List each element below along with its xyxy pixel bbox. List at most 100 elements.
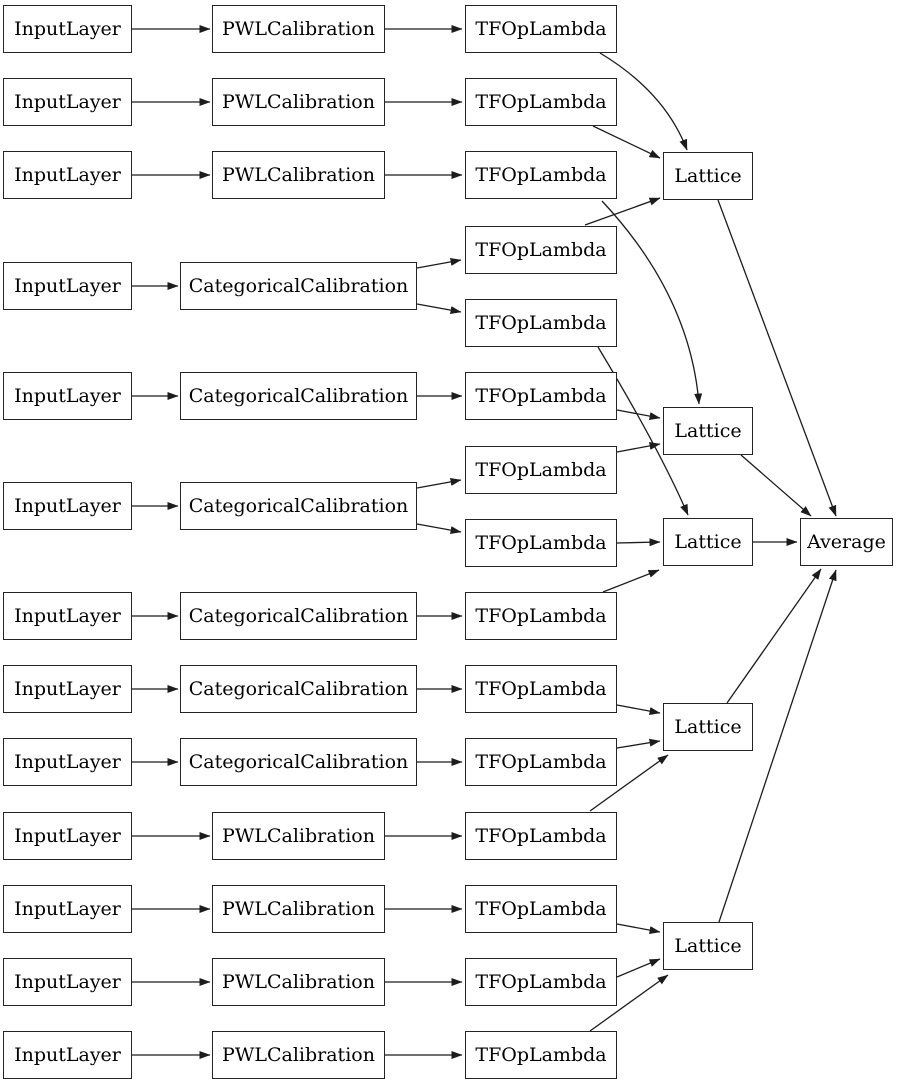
node-lattice: Lattice: [663, 703, 753, 751]
edge-cal-5-to-tfop-6: [416, 477, 462, 489]
node-categorical-calibration: CategoricalCalibration: [180, 372, 417, 420]
node-lattice: Lattice: [663, 922, 753, 970]
node-tfop-lambda: TFOpLambda: [465, 738, 617, 786]
node-input-layer: InputLayer: [3, 958, 132, 1006]
node-tfop-lambda: TFOpLambda: [465, 446, 617, 494]
node-pwl-calibration: PWLCalibration: [212, 812, 385, 860]
node-label: TFOpLambda: [475, 90, 607, 113]
node-label: Lattice: [674, 164, 742, 187]
node-categorical-calibration: CategoricalCalibration: [180, 262, 417, 310]
node-tfop-lambda: TFOpLambda: [465, 592, 617, 640]
edge-tfop-13-to-lattice-4: [616, 958, 661, 978]
node-label: Lattice: [674, 934, 742, 957]
node-label: PWLCalibration: [222, 163, 375, 186]
edge-tfop-1-to-lattice-0: [592, 125, 661, 159]
node-label: TFOpLambda: [475, 750, 607, 773]
node-label: TFOpLambda: [475, 604, 607, 627]
node-categorical-calibration: CategoricalCalibration: [180, 482, 417, 530]
node-label: TFOpLambda: [475, 1043, 607, 1066]
node-label: TFOpLambda: [475, 458, 607, 481]
node-tfop-lambda: TFOpLambda: [465, 5, 617, 53]
node-label: InputLayer: [14, 163, 121, 186]
node-label: PWLCalibration: [222, 17, 375, 40]
node-label: InputLayer: [14, 494, 121, 517]
node-label: PWLCalibration: [222, 90, 375, 113]
node-input-layer: InputLayer: [3, 482, 132, 530]
node-pwl-calibration: PWLCalibration: [212, 151, 385, 199]
edge-lattice-3-to-average: [726, 568, 822, 704]
node-label: InputLayer: [14, 90, 121, 113]
node-label: Lattice: [674, 715, 742, 738]
node-label: CategoricalCalibration: [188, 274, 409, 297]
node-label: PWLCalibration: [222, 824, 375, 847]
node-input-layer: InputLayer: [3, 5, 132, 53]
edge-lattice-4-to-average: [718, 569, 837, 923]
edge-tfop-5-to-lattice-1: [616, 409, 661, 421]
node-tfop-lambda: TFOpLambda: [465, 226, 617, 274]
node-label: TFOpLambda: [475, 238, 607, 261]
node-label: CategoricalCalibration: [188, 494, 409, 517]
node-average: Average: [800, 518, 893, 566]
edge-tfop-3-to-lattice-0: [584, 197, 661, 226]
node-pwl-calibration: PWLCalibration: [212, 885, 385, 933]
edge-tfop-4-to-lattice-2: [597, 346, 689, 516]
node-tfop-lambda: TFOpLambda: [465, 151, 617, 199]
node-tfop-lambda: TFOpLambda: [465, 885, 617, 933]
node-input-layer: InputLayer: [3, 1031, 132, 1079]
node-pwl-calibration: PWLCalibration: [212, 958, 385, 1006]
node-input-layer: InputLayer: [3, 812, 132, 860]
node-label: InputLayer: [14, 17, 121, 40]
node-lattice: Lattice: [663, 152, 753, 200]
node-label: PWLCalibration: [222, 1043, 375, 1066]
edge-tfop-10-to-lattice-3: [616, 738, 661, 749]
node-tfop-lambda: TFOpLambda: [465, 519, 617, 567]
node-tfop-lambda: TFOpLambda: [465, 665, 617, 713]
node-tfop-lambda: TFOpLambda: [465, 958, 617, 1006]
node-label: TFOpLambda: [475, 531, 607, 554]
node-tfop-lambda: TFOpLambda: [465, 78, 617, 126]
node-categorical-calibration: CategoricalCalibration: [180, 665, 417, 713]
edge-group: [132, 25, 837, 1059]
node-categorical-calibration: CategoricalCalibration: [180, 738, 417, 786]
node-label: TFOpLambda: [475, 17, 607, 40]
node-label: CategoricalCalibration: [188, 384, 409, 407]
edge-cal-3-to-tfop-4: [416, 303, 462, 315]
edge-tfop-6-to-lattice-1: [616, 441, 661, 453]
edge-tfop-12-to-lattice-4: [616, 923, 661, 935]
node-input-layer: InputLayer: [3, 262, 132, 310]
node-input-layer: InputLayer: [3, 592, 132, 640]
node-label: Average: [807, 530, 886, 553]
node-lattice: Lattice: [663, 407, 753, 455]
edge-tfop-7-to-lattice-2: [616, 538, 661, 547]
node-label: InputLayer: [14, 384, 121, 407]
node-label: PWLCalibration: [222, 970, 375, 993]
node-label: InputLayer: [14, 677, 121, 700]
node-pwl-calibration: PWLCalibration: [212, 5, 385, 53]
node-label: InputLayer: [14, 897, 121, 920]
edge-cal-3-to-tfop-3: [416, 257, 462, 269]
node-label: TFOpLambda: [475, 897, 607, 920]
node-input-layer: InputLayer: [3, 151, 132, 199]
node-lattice: Lattice: [663, 518, 753, 566]
node-label: InputLayer: [14, 824, 121, 847]
node-label: Lattice: [674, 419, 742, 442]
edge-tfop-9-to-lattice-3: [616, 704, 661, 716]
node-label: CategoricalCalibration: [188, 677, 409, 700]
node-label: TFOpLambda: [475, 824, 607, 847]
node-label: TFOpLambda: [475, 163, 607, 186]
node-label: InputLayer: [14, 1043, 121, 1066]
node-label: CategoricalCalibration: [188, 750, 409, 773]
node-tfop-lambda: TFOpLambda: [465, 1031, 617, 1079]
edge-lattice-1-to-average: [740, 454, 812, 517]
node-label: TFOpLambda: [475, 311, 607, 334]
node-label: InputLayer: [14, 604, 121, 627]
edge-tfop-11-to-lattice-3: [589, 754, 669, 812]
node-tfop-lambda: TFOpLambda: [465, 372, 617, 420]
node-tfop-lambda: TFOpLambda: [465, 812, 617, 860]
node-label: InputLayer: [14, 970, 121, 993]
node-input-layer: InputLayer: [3, 78, 132, 126]
node-label: TFOpLambda: [475, 384, 607, 407]
edge-lattice-0-to-average: [717, 199, 837, 517]
node-label: InputLayer: [14, 750, 121, 773]
